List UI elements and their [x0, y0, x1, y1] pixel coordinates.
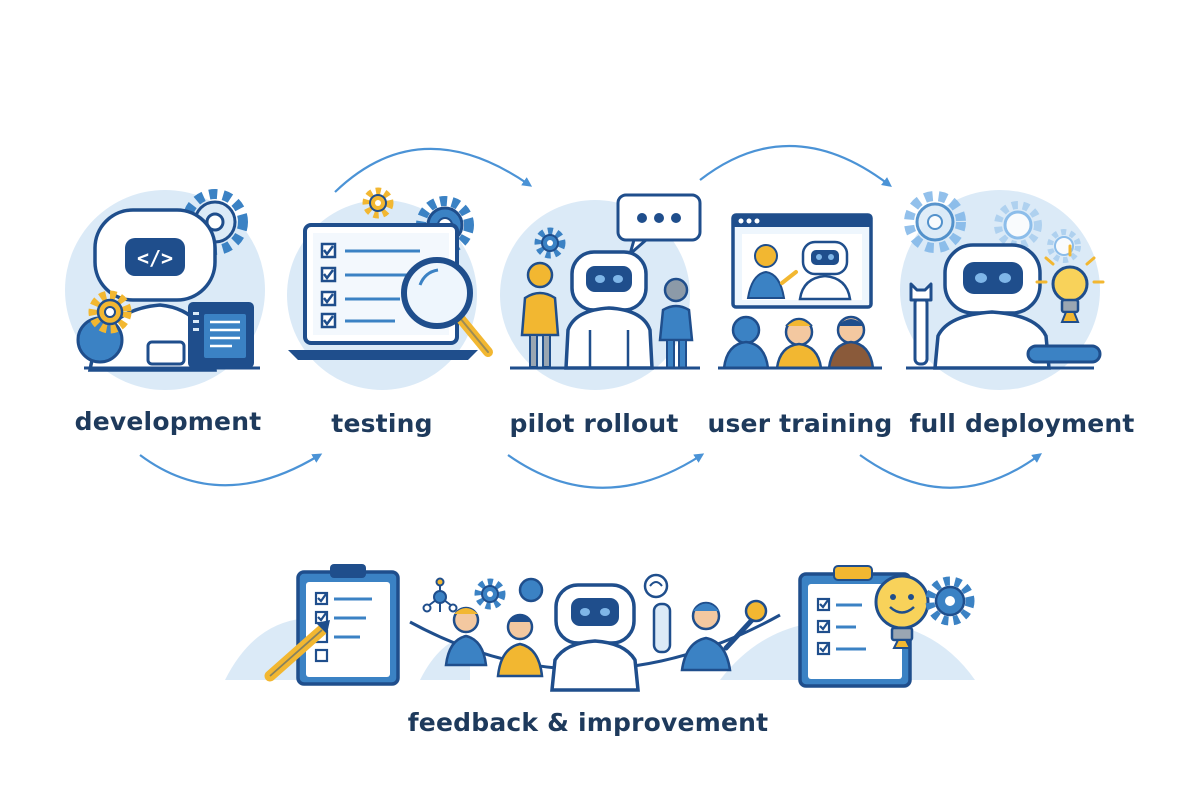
feedback-label: feedback & improvement: [407, 708, 769, 737]
arrow-test-to-pilot: [334, 147, 533, 193]
stage-development-illustration: </>: [65, 189, 265, 390]
clipboard-icon: [798, 565, 912, 688]
smiling-lightbulb-icon: [874, 574, 930, 649]
pencil-icon: [264, 620, 330, 682]
person-icon: [520, 261, 560, 368]
team-people: [652, 599, 768, 672]
magnifier-icon: [401, 257, 493, 357]
stage-training-illustration: [718, 213, 882, 370]
clipboard-icon: [296, 564, 400, 686]
gear-icon: [474, 578, 506, 610]
stage-label-full-deployment: full deployment: [909, 409, 1135, 438]
network-icon: [422, 577, 458, 613]
gear-icon: [925, 576, 975, 626]
person-icon: [658, 277, 694, 369]
feedback-illustration: [225, 564, 975, 692]
stage-label-pilot-rollout: pilot rollout: [509, 409, 679, 438]
gear-icon: [534, 227, 566, 259]
speech-bubble-icon: [616, 193, 702, 256]
arrow-deploy-to-next: [859, 453, 1043, 489]
wrench-icon: [909, 282, 933, 366]
stage-label-testing: testing: [331, 409, 433, 438]
arrow-dev-to-test: [139, 453, 323, 487]
stage-label-development: development: [74, 407, 262, 436]
arrow-pilot-to-training: [507, 453, 705, 489]
flow-arrows: [139, 144, 1043, 489]
gear-icon: [994, 201, 1042, 249]
arrow-training-to-deploy: [699, 144, 892, 187]
stage-deployment-illustration: [900, 190, 1105, 390]
stage-testing-illustration: [287, 187, 493, 390]
stage-pilot-illustration: [500, 193, 702, 390]
lightbulb-icon: [1035, 244, 1105, 323]
team-people: [444, 577, 544, 678]
code-icon: </>: [137, 246, 173, 270]
gear-icon: [88, 290, 132, 334]
stage-label-user-training: user training: [707, 409, 893, 438]
gear-icon: [904, 191, 966, 253]
audience-people: [722, 315, 875, 370]
gear-icon: [362, 187, 394, 219]
